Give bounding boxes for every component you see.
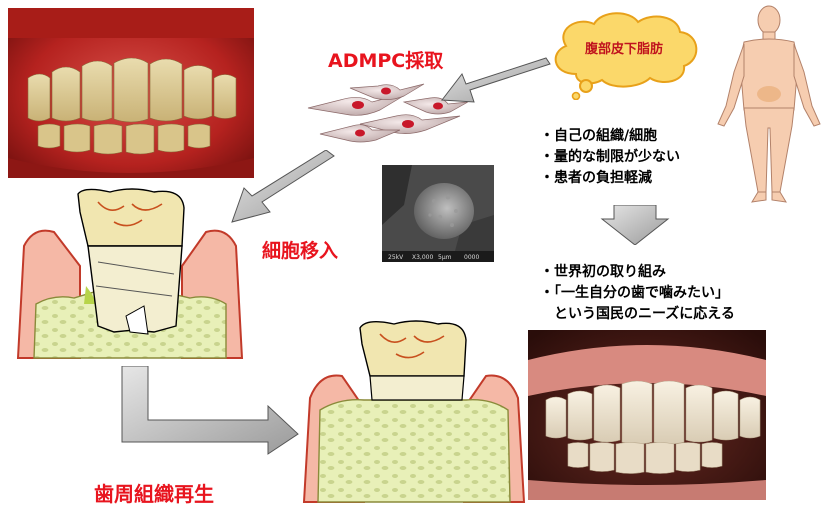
healthy-teeth-photo [528,330,766,500]
tooth-defect-diagram [14,186,246,366]
tooth-regenerated-diagram [300,318,528,508]
micrograph-scale-3: 0000 [464,254,479,261]
arrow-down-benefits [600,205,670,245]
goal-item: ・「一生自分の歯で噛みたい」 [540,283,735,304]
healthy-teeth-photo-art [528,330,766,500]
cell-transplant-label: 細胞移入 [262,236,338,263]
benefit-item: ・患者の負担軽減 [540,168,680,189]
benefits-list: ・自己の組織/細胞 ・量的な制限が少ない ・患者の負担軽減 [540,126,680,189]
periodontitis-photo-art [8,8,254,178]
admpc-label: ADMPC採取 [328,46,443,73]
benefit-item: ・自己の組織/細胞 [540,126,680,147]
periodontitis-photo [8,8,254,178]
micrograph-scale-2: 5μm [438,254,452,261]
micrograph-scale-0: 25kV [388,254,404,261]
regeneration-label: 歯周組織再生 [94,478,214,507]
cloud-label: 腹部皮下脂肪 [585,38,663,57]
goals-list: ・世界初の取り組み ・「一生自分の歯で噛みたい」 という国民のニーズに応える [540,262,735,325]
arrow-to-cells [440,56,552,116]
human-body-figure [708,2,830,208]
cell-micrograph: 25kV X3,000 5μm 0000 [382,165,494,262]
benefit-item: ・量的な制限が少ない [540,147,680,168]
goal-item: ・世界初の取り組み [540,262,735,283]
arrow-elbow-regeneration [118,366,302,456]
arrow-to-tooth [228,150,338,230]
micrograph-scale-1: X3,000 [412,254,433,261]
goal-item: という国民のニーズに応える [540,304,735,325]
